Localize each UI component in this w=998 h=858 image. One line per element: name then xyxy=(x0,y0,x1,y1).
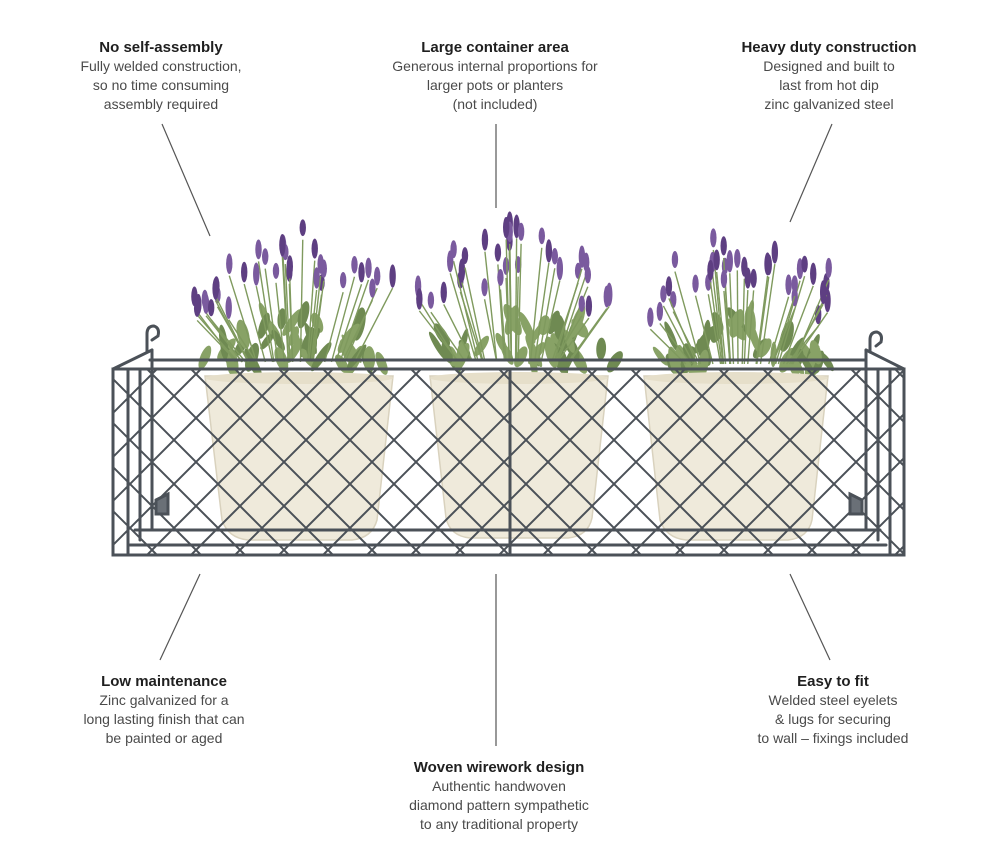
mesh-wire xyxy=(113,369,202,459)
mesh-wire xyxy=(454,369,642,555)
callout-text-line: be painted or aged xyxy=(105,730,223,746)
callout-text-line: Fully welded construction, xyxy=(80,58,242,74)
mesh-wire xyxy=(983,369,998,555)
pot-right xyxy=(643,375,829,541)
basket-right-end xyxy=(864,348,906,557)
lavender-plant xyxy=(191,219,396,379)
pot-left xyxy=(204,375,394,541)
callout-text-line: (not included) xyxy=(452,96,538,112)
mesh-wire xyxy=(322,369,510,555)
callout-title: No self-assembly xyxy=(99,39,223,56)
leader-line-heavy-duty xyxy=(789,123,833,223)
mesh-wire xyxy=(542,369,730,555)
mesh-wire xyxy=(586,369,774,555)
callout-text-line: larger pots or planters xyxy=(426,77,564,93)
callout-text-line: assembly required xyxy=(103,96,219,112)
mesh-wire xyxy=(190,369,378,555)
mesh-wire xyxy=(894,544,904,555)
leader-lines xyxy=(159,123,833,746)
mesh-wire xyxy=(762,412,904,555)
lavender-plant xyxy=(414,211,623,380)
eyelet-right-icon xyxy=(868,330,883,354)
mesh-wire xyxy=(113,509,158,555)
callout-text-line: & lugs for securing xyxy=(775,711,891,727)
leader-line-low-maintenance xyxy=(159,573,201,661)
callout-text-line: diamond pattern sympathetic xyxy=(409,797,589,813)
callout-text-line: long lasting finish that can xyxy=(83,711,245,727)
mesh-wire xyxy=(410,369,598,555)
callout-text-line: to wall – fixings included xyxy=(757,730,909,746)
mesh-wire xyxy=(939,369,998,555)
mesh-wire xyxy=(850,500,904,555)
mesh-wire xyxy=(278,369,466,555)
mesh-wire xyxy=(498,369,686,555)
mesh-wire xyxy=(718,369,904,555)
callout-text-line: Zinc galvanized for a xyxy=(99,692,229,708)
callout-large-container-area: Large container area Generous internal p… xyxy=(365,38,625,114)
mesh-wire xyxy=(113,369,158,415)
mesh-wire xyxy=(894,369,904,380)
callout-title: Woven wirework design xyxy=(413,759,585,776)
lug-left-icon xyxy=(154,491,170,516)
callout-woven-wirework-design: Woven wirework design Authentic handwove… xyxy=(369,758,629,834)
eyelet-left-icon xyxy=(145,324,160,354)
callout-text-line: so no time consuming xyxy=(92,77,230,93)
mesh-wire xyxy=(674,369,862,555)
callout-text-line: Welded steel eyelets xyxy=(768,692,898,708)
callout-title: Large container area xyxy=(421,39,569,56)
mesh-wire xyxy=(850,369,904,424)
wire-basket xyxy=(111,324,998,557)
basket-left-end xyxy=(111,348,154,557)
mesh-wire xyxy=(113,553,114,555)
mesh-wire xyxy=(630,369,818,555)
pot-middle xyxy=(429,375,609,539)
callout-text-line: Designed and built to xyxy=(763,58,895,74)
mesh-wire xyxy=(234,369,422,555)
lavender-plants xyxy=(191,211,835,381)
callout-text-line: Generous internal proportions for xyxy=(392,58,598,74)
callout-title: Heavy duty construction xyxy=(741,39,917,56)
callout-title: Easy to fit xyxy=(797,673,869,690)
callout-text-line: Authentic handwoven xyxy=(432,778,566,794)
mesh-wire xyxy=(366,369,554,555)
mesh-wire xyxy=(983,369,998,555)
mesh-wire xyxy=(113,465,202,555)
mesh-wire xyxy=(146,369,334,555)
pots xyxy=(204,372,829,541)
callout-no-self-assembly: No self-assembly Fully welded constructi… xyxy=(31,38,291,114)
mesh-wire xyxy=(939,369,998,555)
callout-text-line: to any traditional property xyxy=(420,816,578,832)
callout-text-line: last from hot dip xyxy=(779,77,879,93)
callout-heavy-duty-construction: Heavy duty construction Designed and bui… xyxy=(699,38,959,114)
leader-line-easy-to-fit xyxy=(789,573,831,661)
callout-easy-to-fit: Easy to fit Welded steel eyelets & lugs … xyxy=(703,672,963,748)
callout-low-maintenance: Low maintenance Zinc galvanized for a lo… xyxy=(34,672,294,748)
mesh-wire xyxy=(113,369,290,547)
leader-line-no-self-assembly xyxy=(161,123,211,237)
callout-text-line: zinc galvanized steel xyxy=(764,96,894,112)
mesh-wire xyxy=(113,369,114,371)
callout-title: Low maintenance xyxy=(101,673,227,690)
lug-right-icon xyxy=(848,491,864,516)
mesh-wire xyxy=(806,456,904,555)
